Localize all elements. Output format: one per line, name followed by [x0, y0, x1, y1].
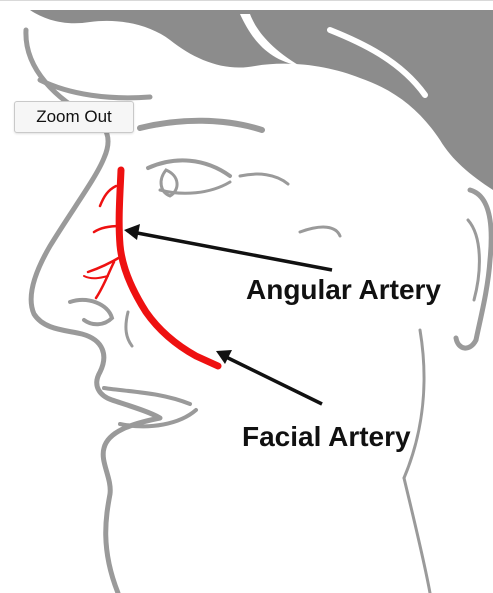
- angular-artery-label: Angular Artery: [246, 274, 441, 305]
- artery-branch-nasal-3: [84, 276, 108, 278]
- eyebrow: [140, 121, 262, 130]
- cheek-line: [300, 227, 340, 236]
- neck-line: [404, 478, 430, 593]
- facial-artery-label: Facial Artery: [242, 421, 411, 452]
- eye-lower: [160, 182, 230, 193]
- jaw-line: [404, 330, 424, 478]
- ear-outline: [456, 190, 491, 348]
- nostril: [70, 300, 112, 324]
- zoom-out-button[interactable]: Zoom Out: [14, 101, 134, 133]
- eye-upper: [148, 160, 230, 176]
- facial-artery-vessels: [84, 170, 218, 366]
- ear-inner: [468, 220, 479, 300]
- facial-arrow-line: [224, 356, 322, 404]
- angular-arrow-head: [124, 224, 140, 240]
- nasolabial-fold: [126, 312, 132, 346]
- artery-branch-upper: [100, 186, 116, 206]
- artery-main-trunk: [119, 170, 218, 366]
- eye-crease: [240, 174, 288, 184]
- artery-branch-nasal: [88, 256, 122, 272]
- angular-arrow-line: [132, 232, 332, 270]
- annotation-arrows: [124, 224, 332, 404]
